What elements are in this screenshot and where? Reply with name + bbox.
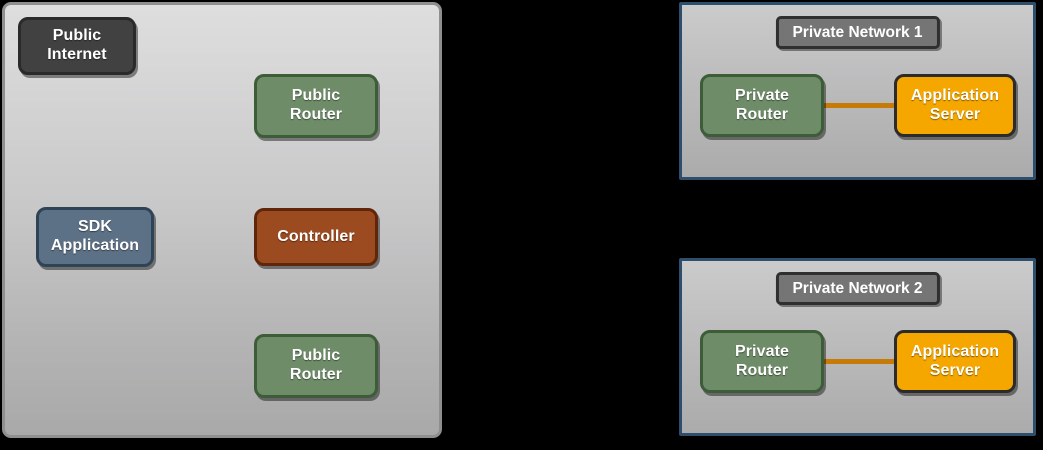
node-private-router-1-line1: Private [734,86,790,104]
node-sdk-application-line2: Application [50,237,140,254]
node-private-router-1-line2: Router [735,105,789,123]
node-application-server-1-line2: Server [929,105,981,123]
node-public-internet-line2: Internet [47,46,107,63]
node-public-router-bottom-line1: Public [291,347,341,365]
node-public-router-top-line2: Router [289,106,343,123]
private-network-1-title: Private Network 1 [775,16,940,49]
node-public-internet-line1: Public [52,27,102,45]
node-controller[interactable]: Controller [254,208,378,266]
node-private-router-2-line1: Private [734,342,790,360]
link-router-to-appserver-1 [822,103,896,108]
node-application-server-1-line1: Application [910,86,1000,104]
node-controller-label: Controller [277,227,355,245]
node-sdk-application-line1: SDK [77,218,113,236]
node-application-server-2-line1: Application [910,342,1000,360]
node-application-server-2-line2: Server [929,361,981,379]
node-public-router-bottom-line2: Router [289,366,343,383]
private-network-2-title: Private Network 2 [775,272,940,305]
node-private-router-2-line2: Router [735,361,789,379]
link-router-to-appserver-2 [822,359,896,364]
node-public-router-top-line1: Public [291,87,341,105]
